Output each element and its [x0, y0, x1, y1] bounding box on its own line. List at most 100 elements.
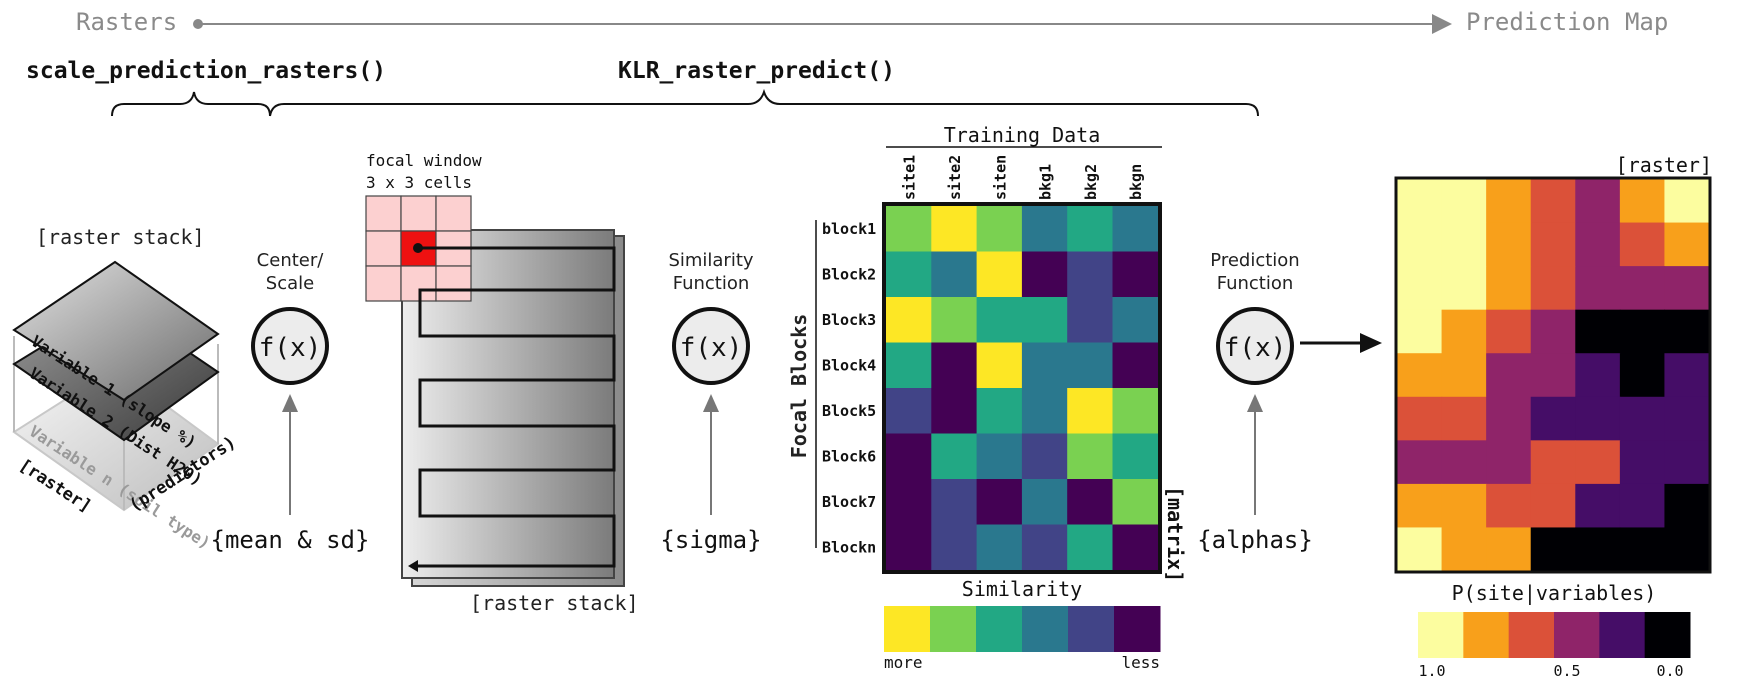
prediction-legend-tick-low: 0.0 [1656, 662, 1683, 680]
matrix-row-label: block1 [822, 220, 876, 238]
matrix-cells [886, 206, 1159, 571]
similarity-fx: f(x) [680, 333, 743, 363]
matrix-cell [976, 297, 1023, 344]
scale-function-name: scale_prediction_rasters() [26, 58, 386, 84]
similarity-legend-swatch [976, 606, 1023, 652]
matrix-cell [1021, 206, 1068, 253]
matrix-cell [1112, 297, 1159, 344]
prediction-map-cell [1530, 353, 1576, 398]
prediction-map-cell [1486, 527, 1532, 572]
pipeline-arrowhead [1432, 14, 1452, 34]
prediction-legend-swatch [1599, 612, 1646, 658]
prediction-map-cell [1486, 266, 1532, 311]
center-scale-title-2: Scale [266, 273, 314, 294]
prediction-map-panel: [raster] P(site|variables) 1.0 0.5 0.0 [1394, 153, 1712, 680]
matrix-column-label: site2 [946, 155, 964, 200]
matrix-cell [886, 433, 932, 480]
matrix-cell [886, 342, 932, 389]
prediction-title-2: Function [1217, 273, 1294, 294]
prediction-map-cell [1619, 396, 1666, 441]
focal-window-scan: focal window 3 x 3 cells [raster stack] [365, 151, 639, 615]
prediction-map-cell [1397, 179, 1443, 224]
matrix-cell [1067, 206, 1114, 253]
prediction-map-grid [1397, 179, 1710, 572]
similarity-function-node [672, 307, 750, 385]
predict-function-name: KLR_raster_predict() [618, 58, 895, 84]
matrix-row-label: Block2 [822, 265, 876, 283]
matrix-cell [886, 388, 932, 435]
matrix-cell [1021, 342, 1068, 389]
prediction-title-1: Prediction [1210, 250, 1299, 271]
matrix-cell [886, 479, 932, 526]
prediction-map-cell [1664, 527, 1710, 572]
prediction-map-cell [1664, 179, 1710, 224]
matrix-cell [976, 251, 1023, 298]
matrix-cell [1112, 433, 1159, 480]
matrix-frame [882, 202, 1162, 574]
matrix-cell [1112, 524, 1159, 571]
prediction-legend-swatch [1418, 612, 1464, 658]
center-scale-function-node [251, 307, 329, 385]
scan-path [418, 246, 616, 568]
prediction-map-cell [1530, 266, 1576, 311]
matrix-row-label: Block6 [822, 447, 876, 465]
prediction-legend [1418, 612, 1691, 658]
matrix-tag: [matrix] [1163, 486, 1187, 582]
prediction-legend-swatch [1463, 612, 1510, 658]
matrix-cell [976, 524, 1023, 571]
matrix-row-label: Blockn [822, 538, 876, 556]
focal-window-cell [365, 230, 402, 267]
matrix-cell [976, 206, 1023, 253]
prediction-map-cell [1575, 266, 1621, 311]
similarity-legend-swatch [1114, 606, 1161, 652]
prediction-map-cell [1486, 222, 1532, 267]
prediction-map-tag: [raster] [1616, 153, 1712, 177]
prediction-map-cell [1575, 222, 1621, 267]
similarity-legend-swatch [930, 606, 977, 652]
similarity-legend-more: more [884, 653, 923, 672]
similarity-legend-title: Similarity [962, 577, 1082, 601]
prediction-map-cell [1575, 440, 1621, 485]
matrix-cell [886, 524, 932, 571]
matrix-row-label: Block5 [822, 402, 876, 420]
matrix-row-labels: block1Block2Block3Block4Block5Block6Bloc… [822, 220, 876, 557]
prediction-map-cell [1441, 353, 1487, 398]
matrix-column-label: bkg1 [1037, 164, 1055, 200]
prediction-map-cell [1530, 483, 1576, 529]
prediction-map-cell [1619, 179, 1666, 224]
matrix-column-label: site1 [901, 155, 919, 200]
prediction-map-cell [1397, 527, 1443, 572]
matrix-cell [1112, 206, 1159, 253]
prediction-map-cell [1619, 309, 1666, 354]
matrix-cell [1067, 433, 1114, 480]
focal-window-label-1: focal window [366, 151, 482, 170]
matrix-column-label: siten [991, 155, 1009, 200]
prediction-map-cell [1575, 353, 1621, 398]
prediction-map-cell [1619, 222, 1666, 267]
matrix-cell [1067, 297, 1114, 344]
prediction-map-cell [1664, 353, 1710, 398]
matrix-cell [931, 433, 978, 480]
matrix-row-axis-label: Focal Blocks [787, 314, 811, 459]
prediction-map-cell [1619, 266, 1666, 311]
prediction-map-cell [1619, 353, 1666, 398]
prediction-map-cell [1486, 309, 1532, 354]
similarity-legend-swatch [884, 606, 931, 652]
matrix-cell [1021, 251, 1068, 298]
matrix-cell [1112, 342, 1159, 389]
prediction-map-cell [1486, 440, 1532, 485]
matrix-cell [931, 342, 978, 389]
prediction-legend-tick-high: 1.0 [1418, 662, 1445, 680]
raster-sheet-front [401, 229, 615, 579]
matrix-cell [976, 433, 1023, 480]
matrix-cell [1021, 479, 1068, 526]
prediction-map-cell [1664, 222, 1710, 267]
prediction-map-cell [1397, 309, 1443, 354]
prediction-map-cell [1441, 527, 1487, 572]
prediction-function-step: Prediction Function f(x) {alphas} [1197, 250, 1382, 554]
raster-stack-left: [raster stack] Variable 1 (slope %) Vari… [12, 225, 240, 553]
prediction-legend-swatch [1554, 612, 1600, 658]
prediction-map-cell [1664, 309, 1710, 354]
